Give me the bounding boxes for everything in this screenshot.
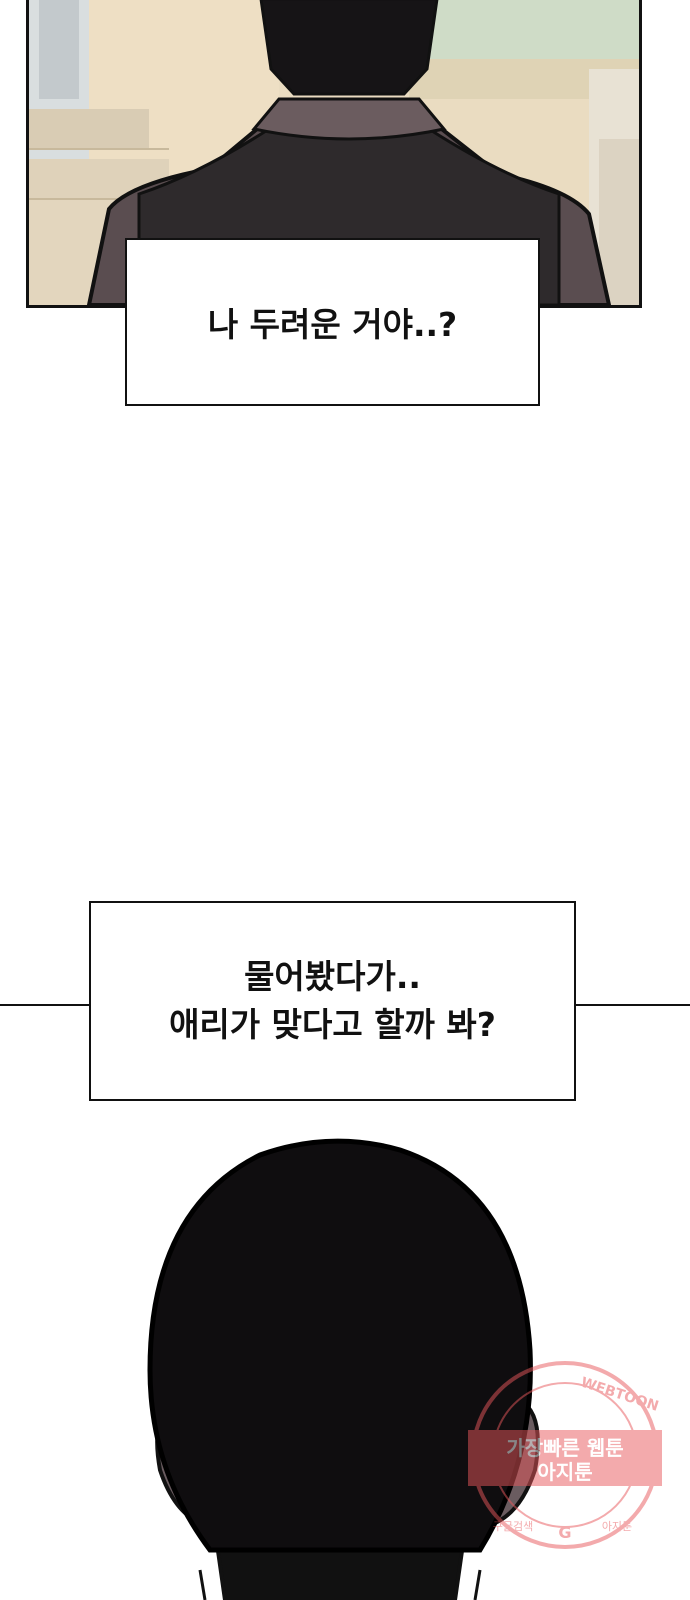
divider-line-left xyxy=(0,1004,90,1006)
dialogue-caption-2: 물어봤다가.. 애리가 맞다고 할까 봐? xyxy=(89,901,576,1101)
caption-2-line-1: 물어봤다가.. xyxy=(244,957,421,996)
caption-1-line-1: 나 두려운 거야..? xyxy=(207,305,458,344)
watermark-bottom-right: 아지툰 xyxy=(602,1520,632,1533)
divider-line-right xyxy=(575,1004,690,1006)
watermark-bottom-left: 구글검색 xyxy=(493,1520,533,1533)
watermark-line-1: 가장빠른 웹툰 xyxy=(506,1436,623,1460)
top-illustration-panel xyxy=(26,0,642,308)
watermark-line-2: 아지툰 xyxy=(537,1460,592,1484)
caption-2-line-2: 애리가 맞다고 할까 봐? xyxy=(169,1005,496,1044)
head-back-illustration xyxy=(147,1138,540,1600)
dialogue-caption-1: 나 두려운 거야..? xyxy=(125,238,540,406)
watermark-stamp: WEBTOON 가장빠른 웹툰 아지툰 구글검색 G 아지툰 xyxy=(468,1361,662,1549)
watermark-google-logo-icon: G xyxy=(558,1523,571,1542)
